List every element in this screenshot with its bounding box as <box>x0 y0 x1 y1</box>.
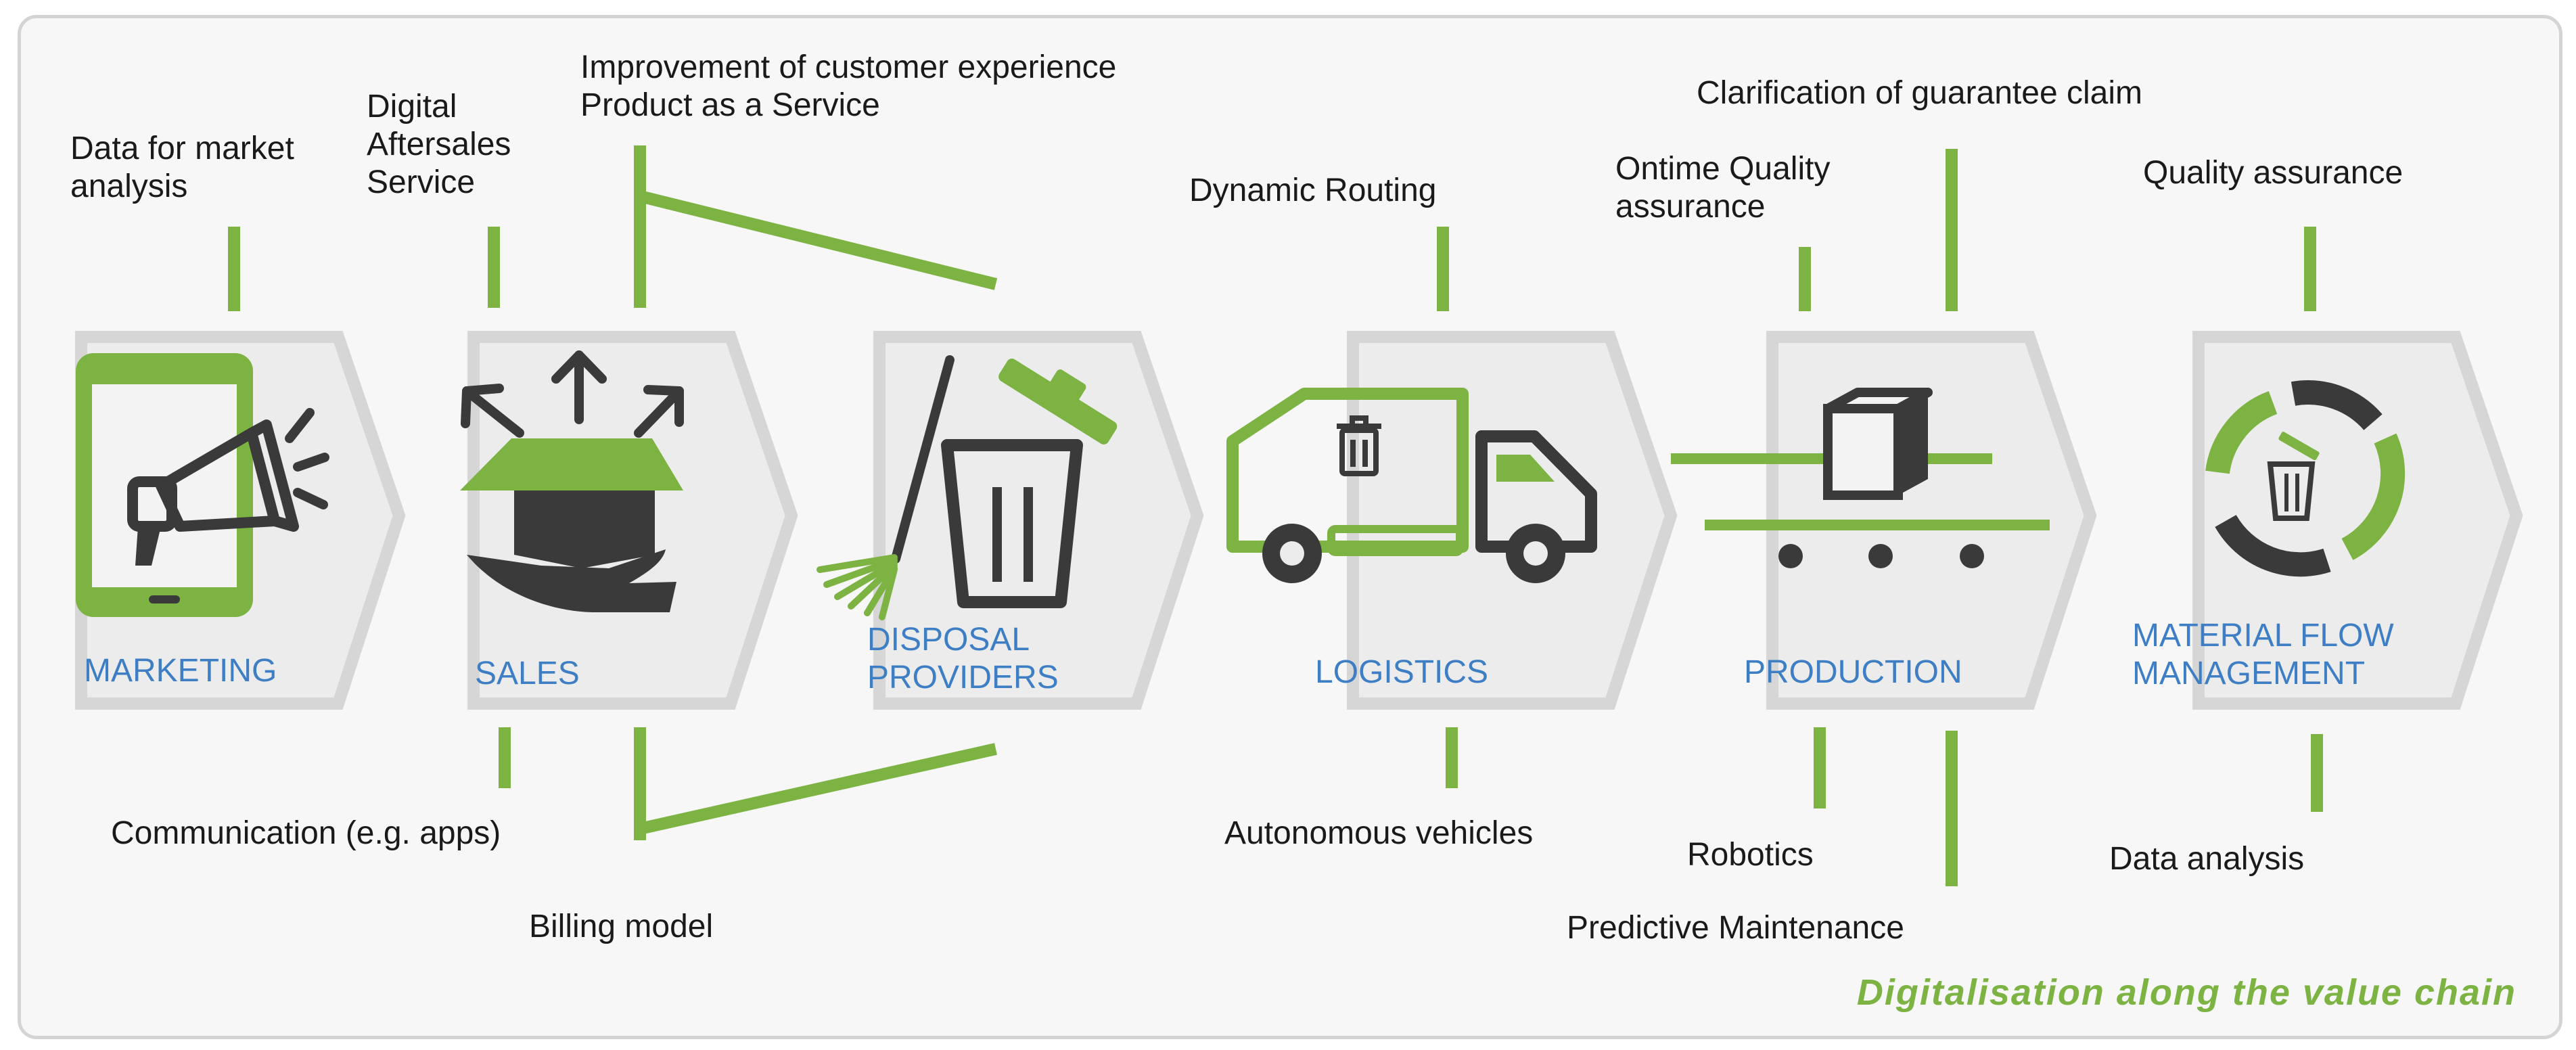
label-communication: Communication (e.g. apps) <box>111 815 501 851</box>
chevron-logistics <box>1347 331 1678 710</box>
trash-broom-icon <box>816 355 1118 620</box>
label-customer-experience: Improvement of customer experience Produ… <box>580 49 1117 123</box>
label-digital-aftersales: Digital Aftersales Service <box>367 89 511 200</box>
footer-caption: Digitalisation along the value chain <box>1856 972 2516 1013</box>
label-dynamic-routing: Dynamic Routing <box>1189 173 1437 208</box>
garbage-truck-icon <box>1226 388 1597 583</box>
phone-megaphone-icon <box>76 353 329 617</box>
stage-disposal-providers: DISPOSAL PROVIDERS <box>867 622 1059 695</box>
label-billing-model: Billing model <box>529 909 714 944</box>
label-robotics: Robotics <box>1687 837 1814 873</box>
chevron-disposal <box>873 331 1204 710</box>
chevron-material-flow <box>2192 331 2523 710</box>
stage-production: PRODUCTION <box>1744 654 1962 690</box>
conveyor-box-icon <box>1671 388 2050 568</box>
stage-sales: SALES <box>475 656 580 691</box>
box-hand-icon <box>460 350 684 612</box>
label-predictive-maintenance: Predictive Maintenance <box>1567 910 1904 946</box>
stage-logistics: LOGISTICS <box>1315 654 1489 690</box>
label-data-analysis: Data analysis <box>2109 841 2305 877</box>
label-guarantee-claim: Clarification of guarantee claim <box>1697 75 2142 111</box>
label-data-market-analysis: Data for market analysis <box>70 131 294 204</box>
connector-lines <box>228 145 2323 886</box>
stage-marketing: MARKETING <box>84 653 277 689</box>
label-quality-assurance: Quality assurance <box>2143 155 2404 191</box>
label-autonomous-vehicles: Autonomous vehicles <box>1224 815 1534 851</box>
stage-material-flow: MATERIAL FLOW MANAGEMENT <box>2132 618 2394 691</box>
small-bin-icon <box>2267 432 2320 521</box>
label-ontime-quality: Ontime Quality assurance <box>1615 151 1831 225</box>
recycle-cycle-icon <box>2205 380 2406 577</box>
